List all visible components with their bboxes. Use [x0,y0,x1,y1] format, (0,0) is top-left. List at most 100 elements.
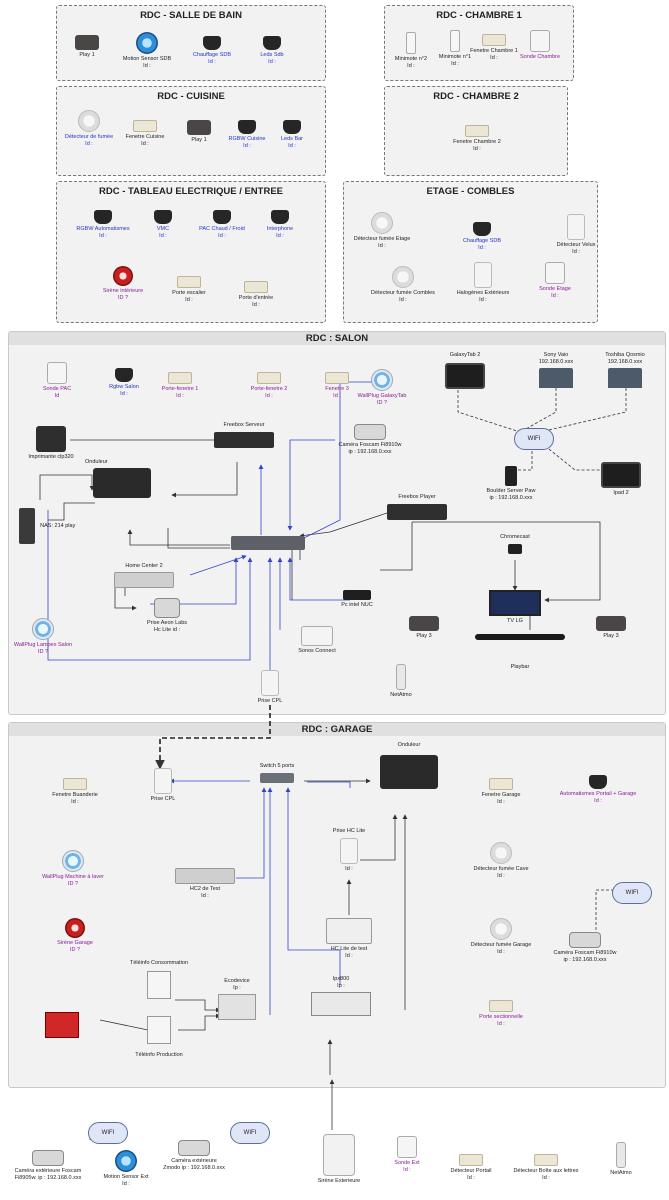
device-camera-foscam-salon[interactable]: Caméra Foscam Fi8910w ip : 192.168.0.xxx [331,424,409,455]
device-porte-fenetre-2[interactable]: Porte-fenetre 2 Id : [230,372,308,399]
device-home-center-2[interactable]: Home Center 2 [105,563,183,590]
device-freebox-serveur[interactable]: Freebox Serveur [205,422,283,450]
device-camera-exterieure-foscam[interactable]: Caméra extérieure Foscam Fi8905w. ip : 1… [8,1150,88,1181]
device-label: Prise HC Lite [332,828,366,834]
device-porte-escalier[interactable]: Porte escalier Id : [150,276,228,303]
door-window-sensor-icon [244,281,268,293]
device-leds-bar[interactable]: Leds Bar Id : [253,120,331,149]
device-wallplug-lampes-salon[interactable]: WallPlug Lampes Salon ID ? [4,618,82,655]
device-play1-sdb[interactable]: Play 1 [48,35,126,59]
device-pc-intel-nuc[interactable]: Pc intel NUC [318,590,396,609]
device-sirene-exterieure[interactable]: Sirène Exterieure [300,1134,378,1185]
device-sirene-garage[interactable]: Sirène Garage ID ? [36,918,114,953]
device-motion-sensor-ext[interactable]: Motion Sensor Ext Id : [87,1150,165,1187]
device-prise-cpl-garage[interactable]: Prise CPL [124,768,202,803]
device-sonde-ext[interactable]: Sonde Ext Id : [368,1136,446,1173]
wifi-cloud-exterieur-1: WIFI [88,1122,128,1144]
device-onduleur-garage[interactable]: Onduleur [370,742,448,791]
device-porte-entree[interactable]: Porte d'entrée Id : [217,281,295,308]
device-detecteur-velux[interactable]: Détecteur Velux Id : [537,214,615,255]
device-fenetre-buanderie[interactable]: Fenetre Buanderie Id : [36,778,114,805]
device-porte-fenetre-1[interactable]: Porte-fenetre 1 Id : [141,372,219,399]
smoke-detector-icon [490,918,512,940]
device-minimote-1[interactable]: Minimote n°1 Id : [416,30,494,67]
wall-plug-icon [371,369,393,391]
device-detecteur-fumee-combles[interactable]: Détecteur fumée Combles Id : [364,266,442,303]
device-detecteur-fumee-garage[interactable]: Détecteur fumée Garage Id : [462,918,540,955]
device-chauffage-sdb[interactable]: Chauffage SDB Id : [173,36,251,65]
device-vmc[interactable]: VMC Id : [124,210,202,239]
device-rgbw-cuisine[interactable]: RGBW Cuisine Id : [208,120,286,149]
device-detecteur-boite-lettres[interactable]: Détecteur Boîte aux lettres Id : [507,1154,585,1181]
device-fenetre-garage[interactable]: Fenetre Garage Id : [462,778,540,805]
device-halogenes-exterieurs[interactable]: Halogènes Extérieurs Id : [444,262,522,303]
device-sirene-interieure[interactable]: Sirène intérieure ID ? [84,266,162,301]
device-hc-lite-test[interactable]: HC Lite de test Id : [310,918,388,959]
device-ipx800[interactable]: Ipx800 Ip : [302,976,380,1018]
device-sonde-chambre[interactable]: Sonde Chambre [501,30,579,61]
device-label: RGBW Automatismes [76,226,130,232]
device-teleinfo-production[interactable]: Téléinfo Production [120,1016,198,1059]
device-play3-left[interactable]: Play 3 [385,616,463,640]
device-play3-right[interactable]: Play 3 [572,616,650,640]
device-sonde-etage[interactable]: Sonde Etage Id : [516,262,594,299]
device-sonos-connect[interactable]: Sonos Connect [278,626,356,655]
device-galaxytab[interactable]: GalaxyTab 2 [426,352,504,391]
device-detecteur-fumee-cave[interactable]: Détecteur fumée Cave Id : [462,842,540,879]
device-fenetre-3[interactable]: Fenetre 3 Id : [298,372,376,399]
device-detecteur-fumee-cuisine[interactable]: Détecteur de fumée Id : [50,110,128,147]
device-label: Porte-fenetre 2 [250,386,288,392]
device-nas[interactable]: NAS: 214 play [2,508,92,544]
device-camera-foscam-garage[interactable]: Caméra Foscam Fi8910w ip : 192.168.0.xxx [546,932,624,963]
device-play1-cuisine[interactable]: Play 1 [160,120,238,144]
device-interphone[interactable]: Interphone Id : [241,210,319,239]
device-switch-5-ports[interactable]: Switch 5 ports [238,763,316,785]
device-netatmo-salon[interactable]: NetAtmo [362,664,440,699]
device-toshiba-qosmio[interactable]: Toshiba Qosmio 192.168.0.xxx [586,352,664,390]
device-camera-exterieure-zmodo[interactable]: Caméra extérieure Zmodo ip : 192.168.0.x… [155,1140,233,1171]
device-wallplug-galaxytab[interactable]: WallPlug GalaxyTab ID ? [343,369,421,406]
device-tv-lg[interactable]: TV LG [476,590,554,625]
wifi-cloud-salon: WIFI [514,428,554,450]
device-minimote-2[interactable]: Minimote n°2 Id : [372,32,450,69]
device-prise-hc-lite[interactable]: Prise HC Lite Id : [310,828,388,872]
device-ipad[interactable]: Ipad 2 [582,462,660,497]
device-id: Id : [594,797,602,804]
device-wallplug-machine-laver[interactable]: WallPlug Machine à laver ID ? [34,850,112,887]
device-leds-sdb[interactable]: Leds Sdb Id : [233,36,311,65]
device-playbar[interactable]: Playbar [470,634,570,671]
device-onduleur-salon[interactable]: Onduleur [83,459,161,500]
device-rgbw-automatismes[interactable]: RGBW Automatismes Id : [64,210,142,239]
device-detecteur-portail[interactable]: Détecteur Portail Id : [432,1154,510,1181]
device-id: Ip : [337,982,345,989]
device-chromecast[interactable]: Chromecast [476,534,554,556]
device-sonde-pac[interactable]: Sonde PAC Id [18,362,96,399]
device-boulder-server[interactable]: Boulder Server Paw ip : 192.168.0.xxx [472,466,550,501]
device-rgbw-salon[interactable]: Rgbw Salon Id : [85,368,163,397]
device-automatismes-portail[interactable]: Automatismes Portail + Garage Id : [553,775,643,804]
device-hc2-test[interactable]: HC2 de Test Id : [166,868,244,899]
device-label: Ipad 2 [613,490,629,496]
device-porte-sectionnelle[interactable]: Porte sectionnelle Id : [462,1000,540,1027]
device-prise-cpl-salon[interactable]: Prise CPL [231,670,309,705]
device-sony-vaio[interactable]: Sony Vaio 192.168.0.xxx [517,352,595,390]
device-prise-aeon-labs[interactable]: Prise Aeon Labs Hc Lite id : [128,598,206,633]
device-chauffage-sdb-etage[interactable]: Chauffage SDB Id : [443,222,521,251]
device-ecodevice[interactable]: Ecodevice Ip : [198,978,276,1022]
device-id: Id : [218,232,226,239]
tv-icon [489,590,541,616]
device-label: WallPlug GalaxyTab [357,393,407,399]
device-label: Détecteur Velux [556,242,596,248]
device-id: ID ? [69,946,81,953]
device-motion-sensor-sdb[interactable]: Motion Sensor SDB Id : [108,32,186,69]
device-fenetre-cuisine[interactable]: Fenetre Cuisine Id : [106,120,184,147]
device-fenetre-chambre-1[interactable]: Fenetre Chambre 1 Id : [455,34,533,61]
device-netatmo-exterieur[interactable]: NetAtmo [582,1142,660,1177]
device-freebox-player[interactable]: Freebox Player [378,494,456,522]
device-fenetre-chambre-2[interactable]: Fenetre Chambre 2 Id : [438,125,516,152]
device-teleinfo-consommation[interactable]: Téléinfo Consommation [120,960,198,1001]
device-detecteur-fumee-etage[interactable]: Détecteur fumée Etage Id : [343,212,421,249]
audio-streamer-icon [301,626,333,646]
device-imprimante[interactable]: Imprimante clp320 [12,426,90,461]
device-pac[interactable]: PAC Chaud / Froid Id : [183,210,261,239]
